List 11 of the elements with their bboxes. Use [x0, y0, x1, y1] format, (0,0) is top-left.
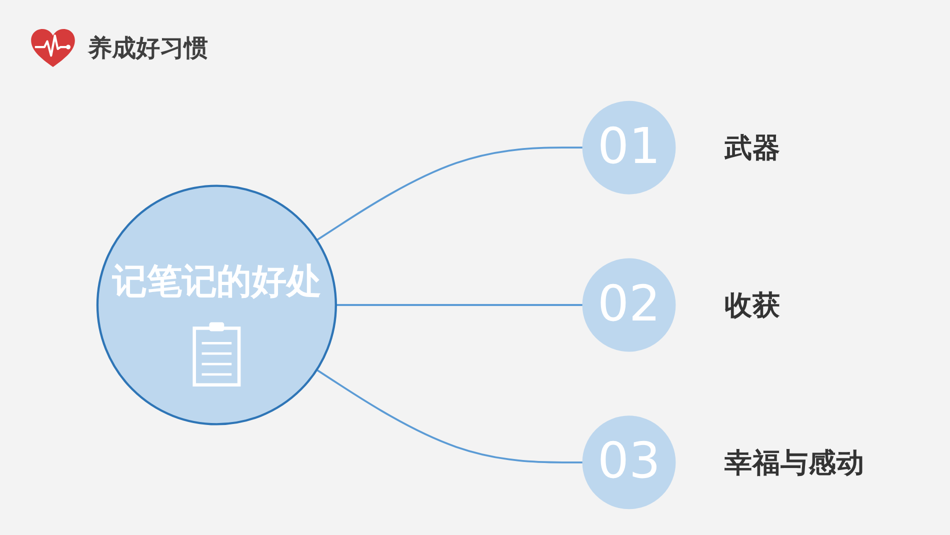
number-circle: 02	[582, 258, 676, 352]
item-label: 收获	[724, 288, 780, 322]
item-label: 幸福与感动	[724, 446, 864, 479]
connector-line	[336, 304, 584, 306]
page-title: 养成好习惯	[88, 33, 208, 64]
topic-circle: 记笔记的好处	[96, 184, 337, 426]
connector-line	[316, 146, 584, 241]
connector-line	[316, 369, 584, 464]
number-circle: 03	[582, 416, 676, 510]
number-circle: 01	[582, 100, 676, 194]
item-label: 武器	[724, 131, 780, 164]
